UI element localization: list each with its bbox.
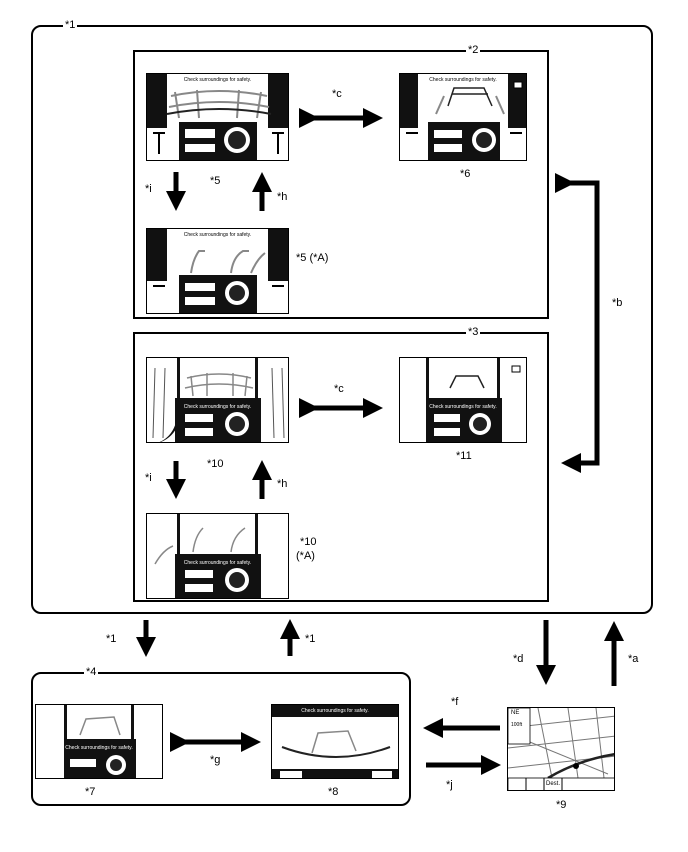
label-c-mid: *c — [334, 383, 344, 395]
screen-10a-label-line1: *10 — [300, 536, 317, 548]
screen-5a: Check surroundings for safety. — [146, 228, 289, 314]
group-3-label: *3 — [466, 326, 481, 338]
label-g: *g — [210, 754, 221, 766]
nav-scale: 100ft — [511, 722, 523, 728]
screen-6-label: *6 — [460, 168, 471, 180]
screen-11-caution: Check surroundings for safety. — [429, 404, 497, 410]
label-i-top: *i — [145, 183, 152, 195]
screen-5: Check surroundings for safety. — [146, 73, 289, 161]
screen-5-caution: Check surroundings for safety. — [183, 77, 252, 83]
group-4-label: *4 — [84, 666, 99, 678]
screen-8-caution: Check surroundings for safety. — [301, 708, 369, 714]
screen-5-label: *5 — [210, 175, 221, 187]
screen-5a-label: *5 (*A) — [296, 252, 329, 264]
screen-11: Check surroundings for safety. — [399, 357, 527, 443]
label-1-right: *1 — [305, 633, 316, 645]
screen-9-navigation: NE 100ft Dest. — [507, 707, 615, 791]
screen-7-caution: Check surroundings for safety. — [65, 745, 133, 751]
label-f: *f — [451, 696, 459, 708]
screen-8: Check surroundings for safety. — [271, 704, 399, 779]
screen-7: Check surroundings for safety. — [35, 704, 163, 779]
screen-8-label: *8 — [328, 786, 339, 798]
screen-10: Check surroundings for safety. — [146, 357, 289, 443]
nav-dest-button[interactable]: Dest. — [546, 781, 561, 787]
screen-6: Check surroundings for safety. — [399, 73, 527, 161]
screen-5a-caution: Check surroundings for safety. — [183, 232, 252, 238]
label-j: *j — [446, 779, 453, 791]
group-2-label: *2 — [466, 44, 481, 56]
group-1-label: *1 — [63, 19, 78, 31]
screen-9-label: *9 — [556, 799, 567, 811]
arrow-b — [555, 173, 600, 473]
label-1-left: *1 — [106, 633, 117, 645]
screen-10a-label-line2: (*A) — [296, 550, 315, 562]
label-d: *d — [513, 653, 524, 665]
screen-10a-caution: Check surroundings for safety. — [183, 560, 252, 566]
screen-7-label: *7 — [85, 786, 96, 798]
screen-10a: Check surroundings for safety. — [146, 513, 289, 599]
label-i-mid: *i — [145, 472, 152, 484]
label-a: *a — [628, 653, 639, 665]
screen-11-label: *11 — [456, 450, 472, 462]
screen-10-label: *10 — [207, 458, 224, 470]
label-b: *b — [612, 297, 623, 309]
label-h-mid: *h — [277, 478, 288, 490]
screen-6-caution: Check surroundings for safety. — [429, 77, 497, 83]
screen-10-caution: Check surroundings for safety. — [183, 404, 252, 410]
label-h-top: *h — [277, 191, 288, 203]
label-c-top: *c — [332, 88, 342, 100]
nav-heading: NE — [511, 710, 520, 716]
